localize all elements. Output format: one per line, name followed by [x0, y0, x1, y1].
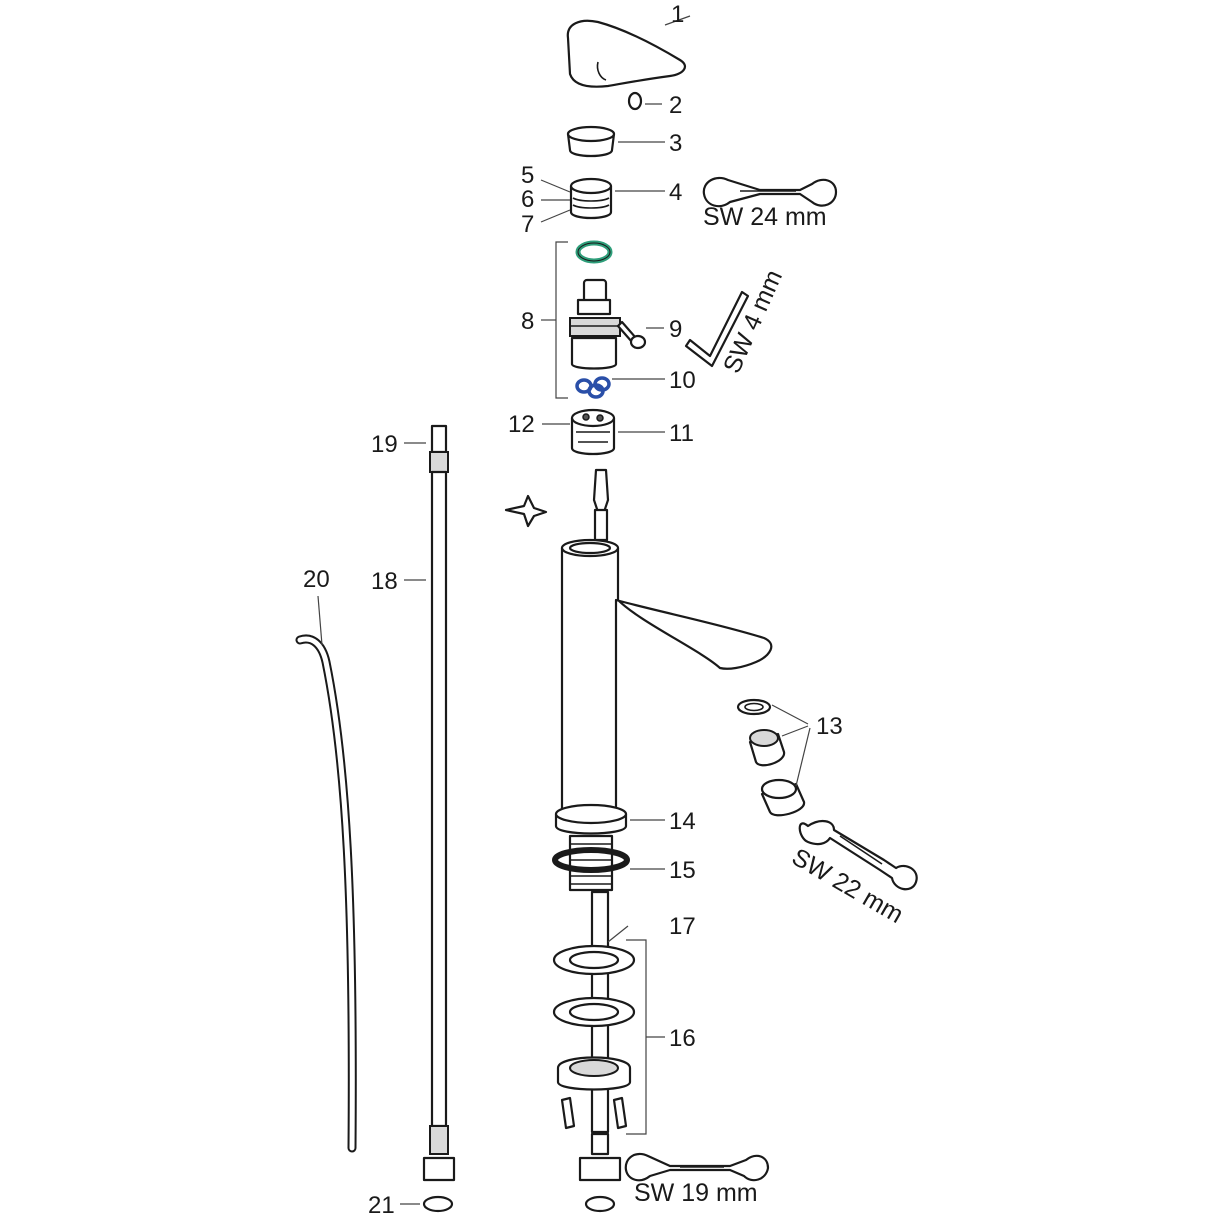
- part-10-o-rings: [575, 376, 611, 399]
- label-3: 3: [669, 130, 682, 157]
- part-11-base-block: [570, 408, 616, 456]
- part-8-cartridge: [569, 278, 621, 370]
- part-9-screw: [616, 320, 647, 350]
- part-hose-nut-center: [578, 1132, 622, 1213]
- label-5: 5: [521, 162, 534, 189]
- part-4-cartridge-nut: [569, 177, 613, 220]
- tool-label-sw24: SW 24 mm: [703, 203, 827, 231]
- part-17-washer: [552, 944, 636, 976]
- wrench-22-icon: [798, 820, 918, 891]
- part-threaded-shank: [568, 834, 614, 892]
- wrench-24-icon: [702, 176, 838, 208]
- part-15-gasket: [552, 847, 630, 873]
- part-2-grub-screw: [627, 91, 643, 111]
- label-20: 20: [303, 566, 330, 593]
- part-16-mounting-nut: [556, 1056, 632, 1130]
- label-17: 17: [669, 913, 696, 940]
- label-6: 6: [521, 186, 534, 213]
- label-21: 21: [368, 1192, 395, 1214]
- part-8-green-ring: [575, 240, 613, 264]
- label-18: 18: [371, 568, 398, 595]
- tool-label-sw22: SW 22 mm: [787, 843, 908, 929]
- part-16-washer: [552, 996, 636, 1028]
- label-19: 19: [371, 431, 398, 458]
- label-13: 13: [816, 713, 843, 740]
- label-4: 4: [669, 179, 682, 206]
- label-9: 9: [669, 316, 682, 343]
- part-3-cover-ring: [566, 125, 616, 158]
- label-2: 2: [669, 92, 682, 119]
- label-16: 16: [669, 1025, 696, 1052]
- wrench-19-icon: [624, 1152, 770, 1182]
- label-12: 12: [508, 411, 535, 438]
- part-14-base-flange: [554, 803, 628, 835]
- part-13-aerator: [736, 698, 806, 817]
- tool-label-sw19: SW 19 mm: [634, 1179, 758, 1207]
- label-14: 14: [669, 808, 696, 835]
- label-7: 7: [521, 211, 534, 238]
- part-faucet-body: [560, 468, 773, 812]
- label-10: 10: [669, 367, 696, 394]
- part-20-tube: [295, 634, 357, 1153]
- label-1: 1: [671, 1, 684, 28]
- label-11: 11: [669, 420, 694, 447]
- part-clip: [504, 494, 548, 528]
- label-15: 15: [669, 857, 696, 884]
- part-18-hose: [422, 424, 456, 1213]
- hex-key-icon: [684, 290, 750, 368]
- label-8: 8: [521, 308, 534, 335]
- part-1-lever-handle: [566, 19, 687, 88]
